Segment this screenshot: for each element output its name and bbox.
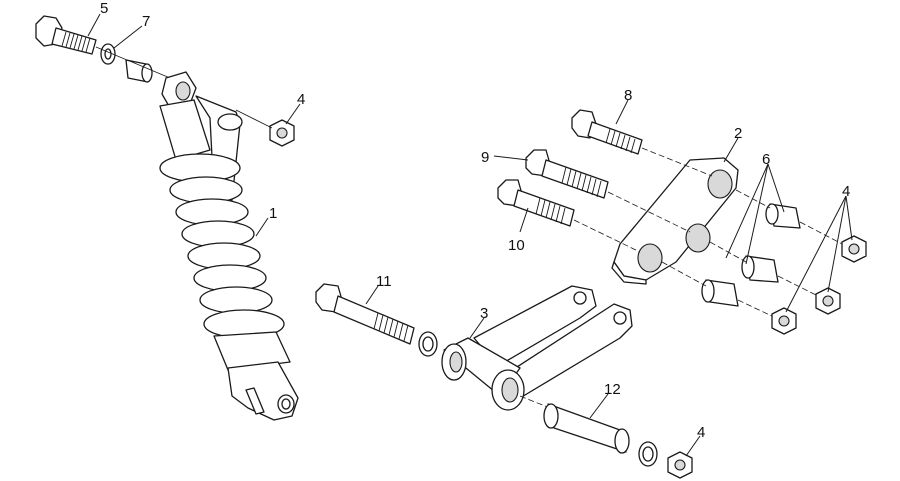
nut-4-right-a xyxy=(841,235,867,263)
nut-4-right-b xyxy=(815,287,841,315)
leader-lines xyxy=(87,13,853,457)
callout-labels: 1 2 3 4 4 4 5 6 7 8 9 10 11 12 xyxy=(100,0,850,441)
washer-12 xyxy=(638,441,658,467)
spacer-bushing xyxy=(125,59,153,83)
washer-11 xyxy=(418,331,438,357)
callout-10: 10 xyxy=(508,237,525,254)
bushing-6-c xyxy=(701,279,739,307)
callout-4-bottom: 4 xyxy=(697,424,705,441)
nut-4-bottom xyxy=(667,451,693,479)
bolt-9 xyxy=(525,149,609,199)
bushing-6-b xyxy=(741,255,779,283)
callout-9: 9 xyxy=(481,149,489,166)
callout-8: 8 xyxy=(624,87,632,104)
callout-7: 7 xyxy=(142,13,150,30)
bolt-5 xyxy=(35,15,97,55)
shock-absorber-1 xyxy=(159,71,299,421)
callout-4-right: 4 xyxy=(842,183,850,200)
nut-4-right-c xyxy=(771,307,797,335)
callout-4-top: 4 xyxy=(297,91,305,108)
sleeve-12 xyxy=(543,403,630,454)
callout-1: 1 xyxy=(269,205,277,222)
rocker-link-3 xyxy=(441,285,633,411)
link-plate-2 xyxy=(611,157,739,285)
callout-3: 3 xyxy=(480,305,488,322)
callout-5: 5 xyxy=(100,0,108,17)
bolt-8 xyxy=(571,109,643,155)
nut-4-top xyxy=(269,119,295,147)
washer-7 xyxy=(100,43,116,65)
bushing-6-a xyxy=(765,203,801,229)
bolt-11 xyxy=(315,283,415,345)
callout-11: 11 xyxy=(376,273,392,290)
callout-6: 6 xyxy=(762,151,770,168)
callout-2: 2 xyxy=(734,125,742,142)
bolt-10 xyxy=(497,179,575,227)
callout-12: 12 xyxy=(604,381,621,398)
